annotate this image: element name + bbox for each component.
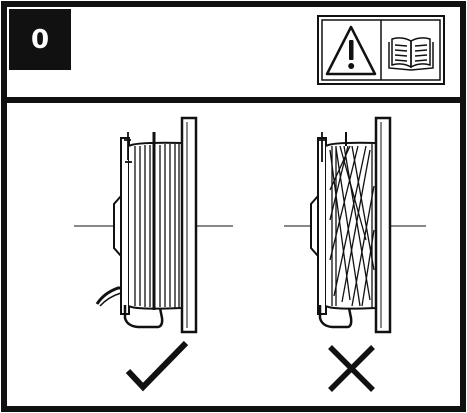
- incorrect-winding-illustration: [284, 116, 426, 334]
- correct-winding-illustration: [74, 116, 233, 334]
- warning-triangle-icon: [325, 25, 377, 76]
- open-book-icon: [388, 37, 434, 71]
- check-icon: [125, 340, 189, 392]
- step-number: 0: [30, 24, 50, 55]
- cross-icon: [328, 345, 375, 392]
- header-icons: [317, 15, 445, 85]
- step-number-badge: 0: [9, 9, 71, 70]
